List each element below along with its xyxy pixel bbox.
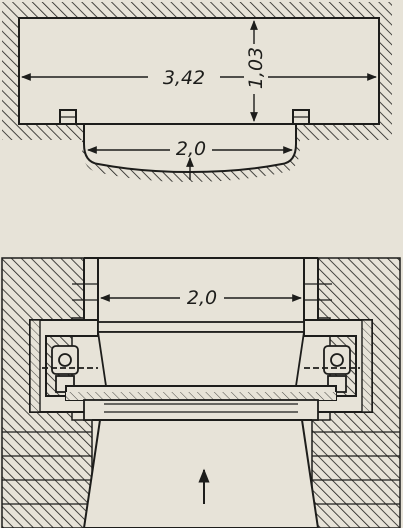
height-dimension-label: 1,03 [245, 47, 267, 89]
lower-funnel [82, 419, 320, 528]
deck-taper [96, 331, 306, 387]
top-opening-dimension-label: 2,0 [176, 138, 206, 160]
right-roller-assembly [304, 345, 360, 393]
deck-top-plate [97, 321, 305, 333]
deck-lower-plate [83, 399, 319, 421]
width-dimension-label: 3,42 [163, 67, 205, 89]
top-section-drawing: 3,42 1,03 2,0 [2, 2, 392, 182]
brick-courses [2, 283, 400, 505]
left-roller-assembly [42, 345, 98, 393]
bottom-section-drawing: 2,0 [1, 257, 401, 528]
bottom-opening-dimension-label: 2,0 [187, 287, 217, 309]
